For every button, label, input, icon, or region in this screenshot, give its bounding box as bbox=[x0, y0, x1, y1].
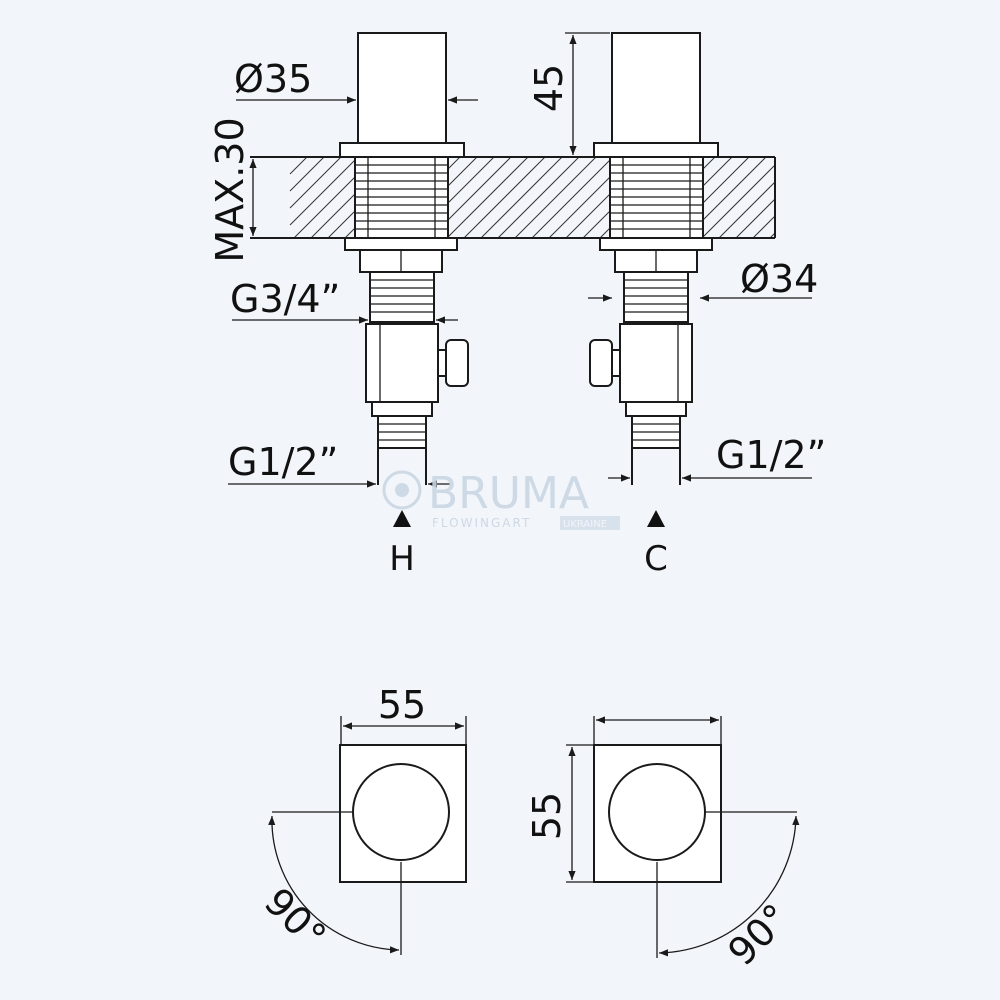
hatch-line bbox=[702, 164, 776, 238]
cold-valve-top-view bbox=[566, 716, 800, 958]
cold-valve-side-view bbox=[589, 32, 719, 527]
bruma-watermark: BRUMA FLOWINGART UKRAINE bbox=[382, 468, 620, 530]
hatch-line bbox=[582, 210, 611, 239]
hot-side-knob bbox=[445, 339, 469, 387]
dim-left-outlet: G1/2” bbox=[228, 440, 338, 484]
watermark-brand: BRUMA bbox=[428, 468, 589, 519]
hatch-line bbox=[447, 156, 478, 187]
cold-handle bbox=[611, 32, 701, 144]
label-hot: H bbox=[389, 539, 415, 579]
hatch-line bbox=[289, 156, 308, 175]
hatch-line bbox=[447, 156, 495, 204]
hatch-line bbox=[289, 156, 325, 192]
hatch-line bbox=[599, 227, 611, 239]
hatch-line bbox=[702, 156, 750, 204]
hatch-line bbox=[702, 156, 767, 221]
hatch-line bbox=[702, 156, 716, 170]
hatch-line bbox=[327, 210, 356, 239]
hatch-line bbox=[344, 227, 356, 239]
countertop-hatching bbox=[289, 156, 776, 239]
hatch-line bbox=[718, 181, 776, 239]
hatch-line bbox=[447, 156, 461, 170]
dim-plate-width: 55 bbox=[378, 683, 426, 727]
watermark-region: UKRAINE bbox=[563, 519, 607, 530]
dim-right-rotation: 90° bbox=[719, 895, 798, 974]
hot-valve-side-view bbox=[339, 32, 469, 527]
hatch-line bbox=[548, 176, 611, 239]
hatch-line bbox=[447, 156, 529, 238]
hot-valve-top-view bbox=[268, 716, 467, 955]
hatch-line bbox=[531, 159, 611, 239]
hatch-line bbox=[735, 198, 776, 239]
hot-handle bbox=[357, 32, 447, 144]
hatch-line bbox=[289, 156, 342, 209]
dim-right-outlet: G1/2” bbox=[716, 433, 826, 477]
dim-left-top-diameter: Ø35 bbox=[234, 57, 312, 101]
hatch-line bbox=[293, 176, 356, 239]
hatch-line bbox=[702, 156, 733, 187]
label-cold: C bbox=[644, 539, 668, 579]
cold-side-knob bbox=[589, 339, 613, 387]
dim-right-top-height: 45 bbox=[527, 64, 571, 112]
bruma-logo-icon bbox=[382, 470, 422, 510]
dim-left-rotation: 90° bbox=[256, 879, 335, 958]
hatch-line bbox=[565, 193, 611, 239]
hatch-line bbox=[289, 159, 356, 226]
dim-max-thickness: MAX.30 bbox=[208, 117, 252, 262]
cold-flow-arrow-icon bbox=[647, 510, 665, 527]
hatch-line bbox=[752, 215, 776, 239]
hatch-line bbox=[497, 156, 580, 239]
dim-left-connection: G3/4” bbox=[230, 277, 340, 321]
dim-plate-height: 55 bbox=[525, 792, 569, 840]
hatch-line bbox=[447, 156, 512, 221]
hatch-line bbox=[480, 156, 563, 239]
dim-right-nut-diameter: Ø34 bbox=[740, 257, 818, 301]
hot-flow-arrow-icon bbox=[393, 510, 411, 527]
hatch-line bbox=[463, 156, 546, 239]
top-dimension-lines bbox=[228, 32, 812, 488]
hatch-line bbox=[310, 193, 356, 239]
watermark-tagline: FLOWINGART bbox=[432, 516, 531, 530]
hatch-line bbox=[514, 156, 597, 239]
